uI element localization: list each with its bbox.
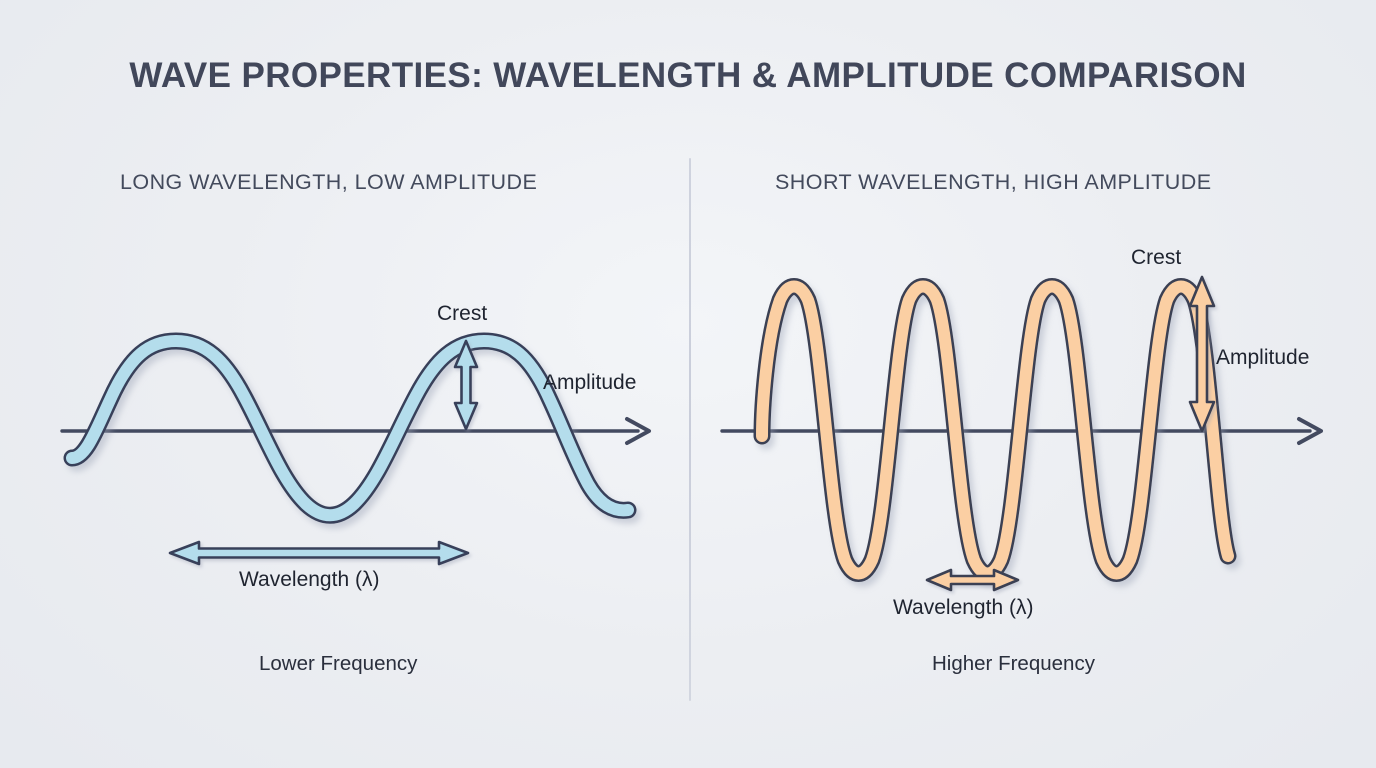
crest-label-left: Crest (437, 302, 488, 325)
panel-heading-right: SHORT WAVELENGTH, HIGH AMPLITUDE (775, 170, 1212, 194)
crest-label-right: Crest (1131, 246, 1182, 269)
left-panel-graphics (60, 332, 651, 566)
frequency-label-left: Lower Frequency (259, 652, 418, 675)
frequency-label-right: Higher Frequency (932, 652, 1095, 675)
wave-left (63, 332, 637, 524)
wavelength-label-right: Wavelength (λ) (893, 596, 1034, 619)
amplitude-arrow-left (453, 339, 479, 431)
panel-heading-left: LONG WAVELENGTH, LOW AMPLITUDE (120, 170, 538, 194)
axis-arrowhead-left-icon (625, 417, 651, 445)
wavelength-arrow-right (925, 568, 1020, 592)
amplitude-arrow-right (1188, 275, 1216, 433)
wavelength-arrow-left (168, 540, 470, 566)
panel-divider (689, 158, 692, 701)
amplitude-label-right: Amplitude (1216, 346, 1310, 369)
wave-right (753, 278, 1237, 582)
right-panel-graphics (720, 275, 1323, 592)
axis-left (60, 417, 651, 445)
amplitude-label-left: Amplitude (543, 371, 637, 394)
page-title: WAVE PROPERTIES: WAVELENGTH & AMPLITUDE … (129, 56, 1247, 95)
axis-arrowhead-right-icon (1297, 417, 1323, 445)
wavelength-label-left: Wavelength (λ) (239, 568, 380, 591)
